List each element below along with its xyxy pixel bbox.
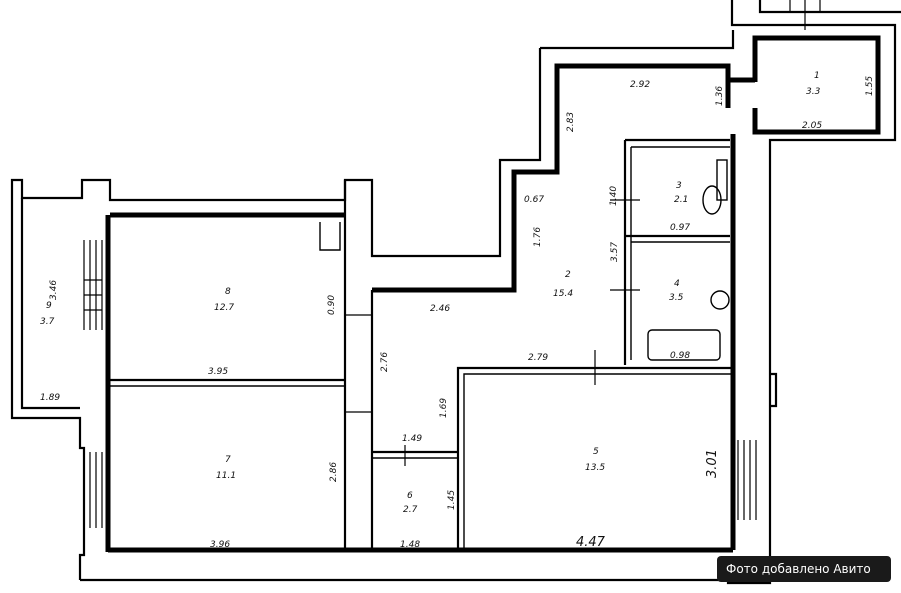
dim-1-40: 1.40 xyxy=(609,186,619,206)
dim-1-49: 1.49 xyxy=(402,434,422,444)
room-3-area: 2.1 xyxy=(674,195,688,205)
dim-2-92: 2.92 xyxy=(630,80,650,90)
room-3-number: 3 xyxy=(676,181,682,191)
dim-1-55: 1.55 xyxy=(865,76,875,96)
dimension-labels: 2.92 2.83 1.36 1.55 2.05 0.67 1.76 3.57 … xyxy=(40,76,875,550)
dim-2-83: 2.83 xyxy=(566,112,576,132)
room-9-area: 3.7 xyxy=(40,317,55,327)
dim-4-47: 4.47 xyxy=(576,535,606,550)
dim-3-57: 3.57 xyxy=(610,242,620,262)
room-9-number: 9 xyxy=(46,301,52,311)
room-labels: 1 3.3 2 15.4 3 2.1 4 3.5 5 13.5 6 2.7 7 … xyxy=(40,71,821,515)
dim-2-46: 2.46 xyxy=(430,304,450,314)
dim-1-45: 1.45 xyxy=(447,490,457,510)
inner-walls xyxy=(105,35,881,553)
dim-0-67: 0.67 xyxy=(524,195,544,205)
room-7-area: 11.1 xyxy=(216,471,236,481)
room-7-number: 7 xyxy=(225,455,231,465)
dim-2-05: 2.05 xyxy=(802,121,822,131)
room-8-number: 8 xyxy=(225,287,231,297)
room-4-area: 3.5 xyxy=(669,293,684,303)
dim-3-46: 3.46 xyxy=(49,280,59,300)
room-6-number: 6 xyxy=(407,491,413,501)
dim-3-95: 3.95 xyxy=(208,367,228,377)
dim-3-01: 3.01 xyxy=(705,449,720,478)
fixtures xyxy=(647,159,730,361)
bathtub-icon xyxy=(647,329,721,361)
room-1-area: 3.3 xyxy=(806,87,821,97)
partitions xyxy=(110,138,733,550)
room-2-area: 15.4 xyxy=(553,289,573,299)
sink-icon xyxy=(710,290,730,310)
room-8-area: 12.7 xyxy=(214,303,234,313)
dim-1-36: 1.36 xyxy=(715,86,725,106)
room-5-area: 13.5 xyxy=(585,463,605,473)
dim-0-97: 0.97 xyxy=(670,223,690,233)
dim-1-89: 1.89 xyxy=(40,393,60,403)
dim-3-96: 3.96 xyxy=(210,540,230,550)
dim-2-86: 2.86 xyxy=(329,462,339,482)
room-2-number: 2 xyxy=(565,270,571,280)
dim-1-48: 1.48 xyxy=(400,540,420,550)
room-4-number: 4 xyxy=(674,279,680,289)
room-5-number: 5 xyxy=(593,447,599,457)
dim-1-69: 1.69 xyxy=(439,398,449,418)
dim-2-76: 2.76 xyxy=(380,352,390,372)
room-6-area: 2.7 xyxy=(403,505,418,515)
dim-2-79: 2.79 xyxy=(528,353,548,363)
dim-1-76: 1.76 xyxy=(533,227,543,247)
room-1-number: 1 xyxy=(814,71,820,81)
avito-watermark: Фото добавлено Авито xyxy=(717,556,891,582)
dim-0-90: 0.90 xyxy=(327,295,337,315)
window-hatching xyxy=(83,0,821,528)
dim-0-98: 0.98 xyxy=(670,351,690,361)
